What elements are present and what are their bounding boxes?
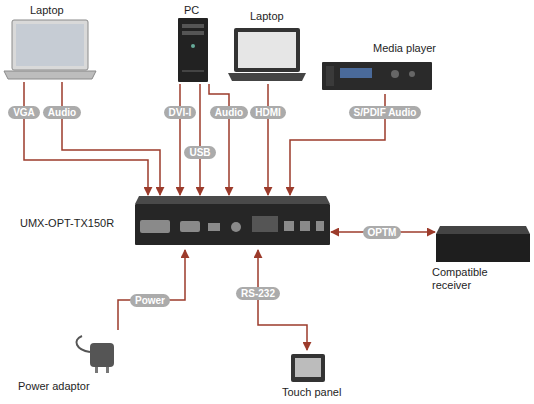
signal-cable [199,84,201,195]
transmitter-device [135,196,330,245]
device-node: Laptop [5,4,97,82]
signal-label: DVI-I [164,106,197,119]
signal-label: OPTM [363,226,402,239]
device-node: UMX-OPT-TX150R [20,195,332,250]
signal-label: Audio [43,106,81,119]
device-node: PC [172,4,212,84]
laptop-icon [4,20,96,79]
device-node: Touch panel [282,350,352,401]
device-label: Power adaptor [18,380,90,393]
touch-panel-icon [291,354,325,382]
device-node: Media player [318,42,440,94]
device-node: Power adaptor [18,330,130,396]
signal-cable [258,250,307,350]
signal-label: RS-232 [236,287,280,300]
signal-label: Audio [210,106,248,119]
signal-label: USB [184,146,215,159]
signal-label: HDMI [250,106,286,119]
device-node: Laptop [226,10,308,84]
signal-cable [62,82,160,195]
media-player-icon [322,62,432,90]
signal-label: VGA [8,106,40,119]
pc-tower-icon [178,18,208,82]
device-label: PC [184,4,199,17]
laptop-icon [228,28,306,81]
device-label: Touch panel [282,386,341,399]
device-label: Media player [373,42,436,55]
device-label: Compatible receiver [432,266,512,292]
device-label: Laptop [250,10,284,23]
signal-label: Power [130,294,170,307]
signal-label: S/PDIF Audio [349,106,422,119]
power-adaptor-icon [76,336,114,373]
signal-cable [179,84,181,195]
signal-cable [24,82,148,195]
signal-cable [118,250,185,330]
signal-cable [267,84,269,195]
signal-cable [209,84,229,195]
device-node: Compatible receiver [432,222,530,294]
device-label: UMX-OPT-TX150R [20,217,114,230]
device-label: Laptop [30,4,64,17]
receiver-device [436,226,530,262]
